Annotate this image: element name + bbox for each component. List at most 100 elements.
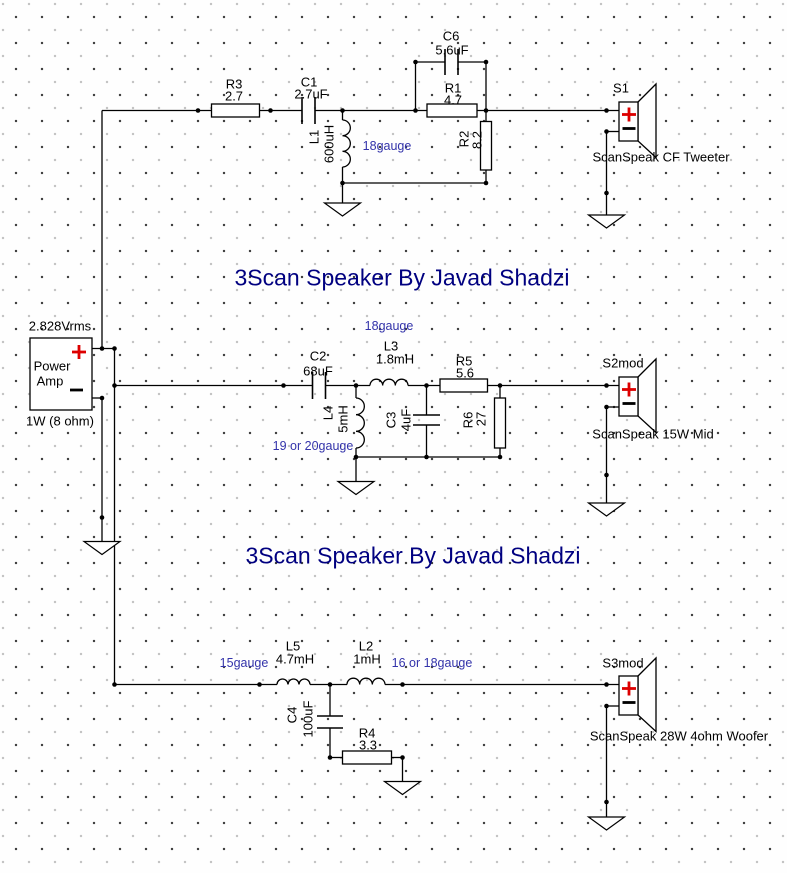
component-value-l2: 1mH bbox=[353, 651, 381, 667]
junction-dot bbox=[604, 129, 609, 134]
component-value-c3: 4uF bbox=[398, 408, 414, 432]
ground-symbol bbox=[82, 540, 122, 556]
component-ref-c2: C2 bbox=[309, 348, 327, 364]
junction-dot bbox=[604, 799, 609, 805]
speaker-ref-s2: S2mod bbox=[602, 355, 644, 371]
junction-dot bbox=[497, 383, 503, 388]
resistor-R2 bbox=[479, 120, 493, 171]
junction-dot bbox=[604, 472, 609, 478]
inductor-L4 bbox=[355, 397, 365, 449]
title-lower: 3Scan Speaker By Javad Shadzi bbox=[245, 542, 581, 569]
component-value-c1: 2.7uF bbox=[294, 86, 328, 102]
component-value-c6: 5.6uF bbox=[435, 42, 469, 58]
ground-symbol bbox=[382, 780, 423, 796]
component-ref-l1: L1 bbox=[306, 129, 322, 145]
junction-dot bbox=[281, 383, 286, 388]
component-ref-l5: L5 bbox=[285, 638, 301, 654]
component-value-r5: 5.6 bbox=[455, 365, 475, 381]
junction-dot bbox=[604, 703, 609, 709]
speaker-name-s2: ScanSpeak 15W Mid bbox=[592, 426, 714, 442]
amp-name-line1: Power bbox=[33, 358, 71, 374]
component-ref-l2: L2 bbox=[358, 638, 374, 654]
inductor-L3 bbox=[369, 378, 409, 386]
ground-symbol bbox=[586, 214, 627, 229]
speaker-ref-s1: S1 bbox=[613, 80, 629, 96]
speaker-cone-S1 bbox=[637, 82, 657, 159]
component-ref-l3: L3 bbox=[383, 338, 399, 354]
junction-dot bbox=[327, 755, 333, 760]
junction-dot bbox=[604, 190, 609, 196]
junction-dot bbox=[112, 346, 117, 351]
inductor-L1 bbox=[342, 119, 351, 168]
junction-dot bbox=[604, 404, 609, 410]
component-value-r6: 27 bbox=[473, 411, 489, 427]
junction-dot bbox=[413, 108, 418, 113]
component-value-l1: 600uH bbox=[321, 124, 337, 164]
component-value-r1: 4.7 bbox=[443, 92, 463, 108]
speaker-name-s1: ScanSpeak CF Tweeter bbox=[592, 149, 730, 165]
gauge-note-woofer-2: 16 or 18gauge bbox=[391, 655, 473, 670]
component-ref-r4: R4 bbox=[358, 725, 376, 741]
junction-dot bbox=[327, 682, 333, 687]
gauge-note-mid-shunt: 19 or 20gauge bbox=[272, 438, 354, 453]
component-value-l5: 4.7mH bbox=[275, 651, 315, 667]
junction-dot bbox=[424, 454, 429, 460]
junction-dot bbox=[112, 383, 117, 388]
junction-dot bbox=[400, 682, 405, 687]
junction-dot bbox=[268, 108, 273, 113]
resistor-R5 bbox=[439, 378, 489, 393]
junction-dot bbox=[604, 383, 609, 388]
component-ref-c1: C1 bbox=[300, 74, 318, 90]
junction-dot bbox=[497, 454, 503, 460]
speaker-name-s3: ScanSpeak 28W 4ohm Woofer bbox=[589, 728, 769, 744]
junction-dot bbox=[257, 682, 262, 687]
junction-dot bbox=[424, 383, 429, 388]
junction-dot bbox=[195, 108, 201, 113]
ground-symbol bbox=[586, 502, 627, 517]
junction-dot bbox=[413, 59, 418, 65]
component-ref-c3: C3 bbox=[383, 411, 399, 429]
ground-symbol bbox=[336, 480, 376, 496]
component-value-r3: 2.7 bbox=[224, 88, 244, 104]
component-ref-r5: R5 bbox=[455, 353, 473, 369]
power-amp-box bbox=[29, 337, 93, 411]
junction-dot bbox=[483, 59, 489, 65]
junction-dot bbox=[340, 180, 345, 186]
component-value-c4: 100uF bbox=[300, 700, 316, 738]
gauge-note-tweeter: 18gauge bbox=[362, 138, 412, 153]
junction-dot bbox=[400, 755, 405, 760]
junction-dot bbox=[483, 108, 489, 113]
resistor-R4 bbox=[341, 750, 393, 765]
speaker-ref-s3: S3mod bbox=[602, 655, 644, 671]
component-value-c2: 68uF bbox=[303, 363, 333, 379]
inductor-L2 bbox=[346, 677, 386, 685]
junction-dot bbox=[99, 346, 105, 351]
amp-voltage-label: 2.828Vrms bbox=[28, 318, 92, 334]
junction-dot bbox=[353, 383, 359, 388]
component-ref-r1: R1 bbox=[444, 80, 462, 96]
junction-dot bbox=[353, 454, 359, 460]
junction-dot bbox=[99, 395, 105, 401]
component-ref-c4: C4 bbox=[284, 706, 300, 724]
component-ref-c6: C6 bbox=[442, 28, 460, 44]
junction-dot bbox=[604, 682, 609, 687]
junction-dot bbox=[112, 682, 117, 687]
ground-symbol bbox=[322, 202, 363, 217]
resistor-R6 bbox=[493, 397, 507, 449]
component-value-r4: 3.3 bbox=[358, 737, 378, 753]
component-value-r2: 8.2 bbox=[469, 130, 485, 150]
inductor-L5 bbox=[276, 678, 311, 685]
component-value-l3: 1.8mH bbox=[375, 351, 415, 367]
title-upper: 3Scan Speaker By Javad Shadzi bbox=[234, 264, 570, 291]
amp-name-line2: Amp bbox=[36, 373, 64, 389]
gauge-note-mid-series: 18gauge bbox=[364, 318, 414, 333]
resistor-R3 bbox=[210, 103, 261, 118]
component-ref-r3: R3 bbox=[225, 76, 243, 92]
junction-dot bbox=[604, 108, 609, 113]
resistor-R1 bbox=[426, 103, 478, 118]
junction-dot bbox=[340, 108, 345, 113]
junction-dot bbox=[99, 515, 105, 520]
component-ref-l4: L4 bbox=[320, 405, 336, 421]
